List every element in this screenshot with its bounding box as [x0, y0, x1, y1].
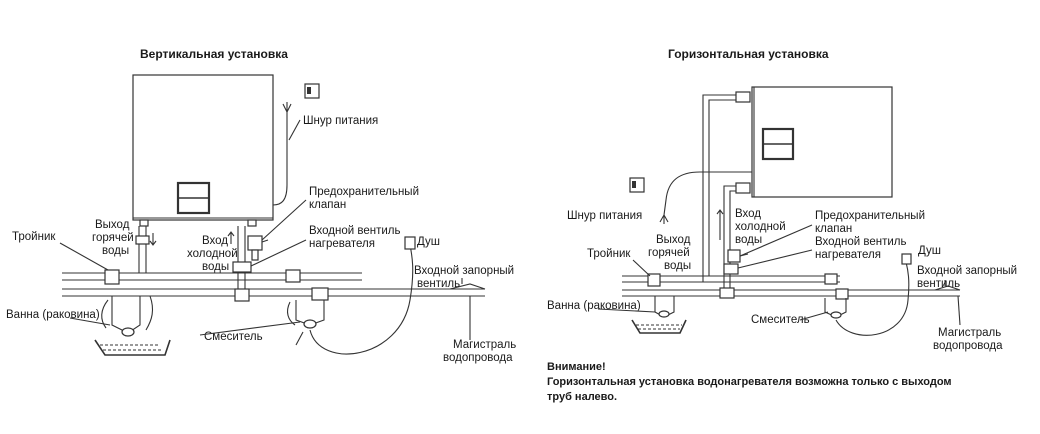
- horizontal-cold-in-label-2: холодной: [735, 221, 786, 233]
- vertical-title: Вертикальная установка: [140, 47, 288, 61]
- horizontal-inlet-valve-label-2: нагревателя: [815, 249, 881, 261]
- horizontal-power-cord-label: Шнур питания: [567, 210, 642, 222]
- horizontal-safety-valve-label-1: Предохранительный: [815, 210, 925, 222]
- horizontal-safety-valve: [727, 249, 749, 263]
- vertical-safety-valve-label-1: Предохранительный: [309, 186, 419, 198]
- warning-line-2: труб налево.: [547, 391, 617, 403]
- vertical-main-valve-label-1: Входной запорный: [414, 265, 514, 277]
- vertical-hot-out-label-2: горячей: [92, 232, 134, 244]
- horizontal-cold-in-label-1: Вход: [735, 208, 761, 220]
- vertical-bath-label: Ванна (раковина): [6, 309, 100, 321]
- vertical-tee-label: Тройник: [12, 231, 56, 243]
- horizontal-safety-valve-label-2: клапан: [815, 223, 852, 235]
- vertical-power-cord: [272, 83, 320, 206]
- horizontal-shower: [835, 253, 912, 336]
- warning-note: Внимание! Горизонтальная установка водон…: [547, 361, 952, 403]
- vertical-shower-label: Душ: [417, 236, 440, 248]
- horizontal-inlet-valve-label-1: Входной вентиль: [815, 236, 907, 248]
- vertical-safety-valve: [247, 235, 269, 261]
- vertical-main-valve: [449, 278, 486, 290]
- vertical-mixer: [286, 287, 329, 346]
- horizontal-mixer: [824, 288, 849, 319]
- vertical-mains-label-1: Магистраль: [453, 339, 516, 351]
- vertical-cold-in-label-2: холодной: [187, 248, 238, 260]
- vertical-shower: [309, 236, 416, 355]
- horizontal-hot-out-label-2: горячей: [648, 247, 690, 259]
- vertical-mixer-label: Смеситель: [204, 331, 263, 343]
- vertical-inlet-valve: [232, 261, 252, 273]
- horizontal-cold-in-label-3: воды: [735, 234, 762, 246]
- warning-line-1: Горизонтальная установка водонагревателя…: [547, 376, 952, 388]
- vertical-safety-valve-label-2: клапан: [309, 199, 346, 211]
- horizontal-power-cord: [629, 171, 752, 224]
- horizontal-shower-label: Душ: [918, 245, 941, 257]
- horizontal-tee-label: Тройник: [587, 248, 631, 260]
- vertical-tee: [104, 269, 120, 285]
- vertical-installation: Вертикальная установка: [6, 47, 516, 364]
- horizontal-main-valve-label-1: Входной запорный: [917, 265, 1017, 277]
- horizontal-title: Горизонтальная установка: [668, 47, 829, 61]
- horizontal-hot-out-label-3: воды: [664, 260, 691, 272]
- vertical-hot-out-label-3: воды: [102, 245, 129, 257]
- vertical-power-cord-label: Шнур питания: [303, 115, 378, 127]
- horizontal-mixer-label: Смеситель: [751, 314, 810, 326]
- vertical-hot-out-label-1: Выход: [95, 219, 130, 231]
- warning-heading: Внимание!: [547, 361, 606, 373]
- vertical-bath: [94, 295, 171, 356]
- horizontal-bath: [631, 296, 687, 334]
- horizontal-main-valve: [934, 280, 961, 291]
- vertical-cold-in-label-3: воды: [202, 261, 229, 273]
- vertical-mains-label-2: водопровода: [443, 352, 513, 364]
- horizontal-installation: Горизонтальная установка: [547, 47, 1017, 403]
- horizontal-mains-label-1: Магистраль: [938, 327, 1001, 339]
- horizontal-hot-out-label-1: Выход: [656, 234, 691, 246]
- horizontal-main-valve-label-2: вентиль: [917, 278, 960, 290]
- vertical-cold-in-label-1: Вход: [202, 235, 228, 247]
- horizontal-bath-label: Ванна (раковина): [547, 300, 641, 312]
- horizontal-mains-label-2: водопровода: [933, 340, 1003, 352]
- vertical-main-valve-label-2: вентиль: [417, 278, 460, 290]
- vertical-inlet-valve-label-2: нагревателя: [309, 238, 375, 250]
- horizontal-inlet-valve: [723, 263, 739, 275]
- vertical-inlet-valve-label-1: Входной вентиль: [309, 225, 401, 237]
- horizontal-tee: [647, 273, 661, 287]
